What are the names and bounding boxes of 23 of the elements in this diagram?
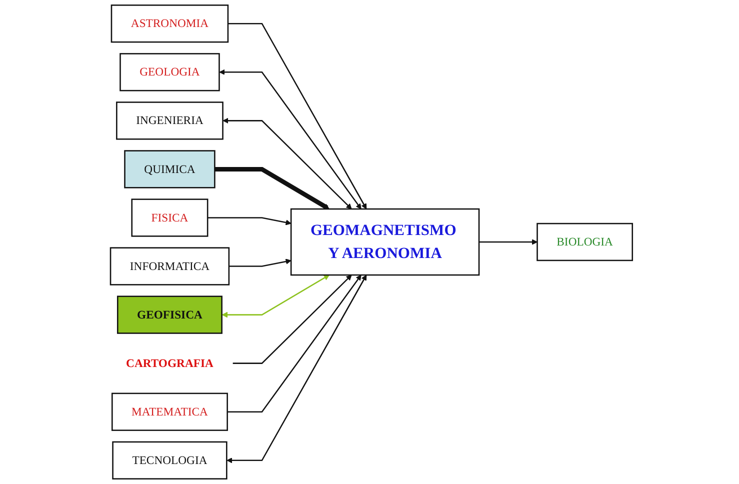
arrow (228, 258, 292, 267)
node-box: INGENIERIA (116, 102, 224, 140)
node-box: FISICA (131, 198, 208, 237)
node-box: GEOLOGIA (120, 53, 220, 92)
node-box: MATEMATICA (111, 392, 228, 431)
node-box: TECNOLOGIA (112, 441, 228, 480)
node-box: GEOMAGNETISMO Y AERONOMIA (290, 208, 480, 276)
arrow (228, 22, 367, 210)
arrow (222, 274, 330, 318)
node-box: ASTRONOMIA (110, 4, 229, 43)
arrow (232, 274, 352, 364)
arrow (208, 217, 292, 226)
node-box: BIOLOGIA (536, 222, 634, 262)
arrow (219, 69, 362, 210)
arrow (214, 166, 330, 210)
node-box: GEOFISICA (116, 296, 222, 334)
node-box: INFORMATICA (110, 247, 230, 286)
node-box: QUIMICA (124, 150, 216, 188)
arrow (227, 274, 362, 412)
arrow (222, 118, 352, 210)
arrow (226, 274, 367, 464)
arrow (479, 239, 538, 245)
node-text: CARTOGRAFIA (126, 356, 214, 370)
